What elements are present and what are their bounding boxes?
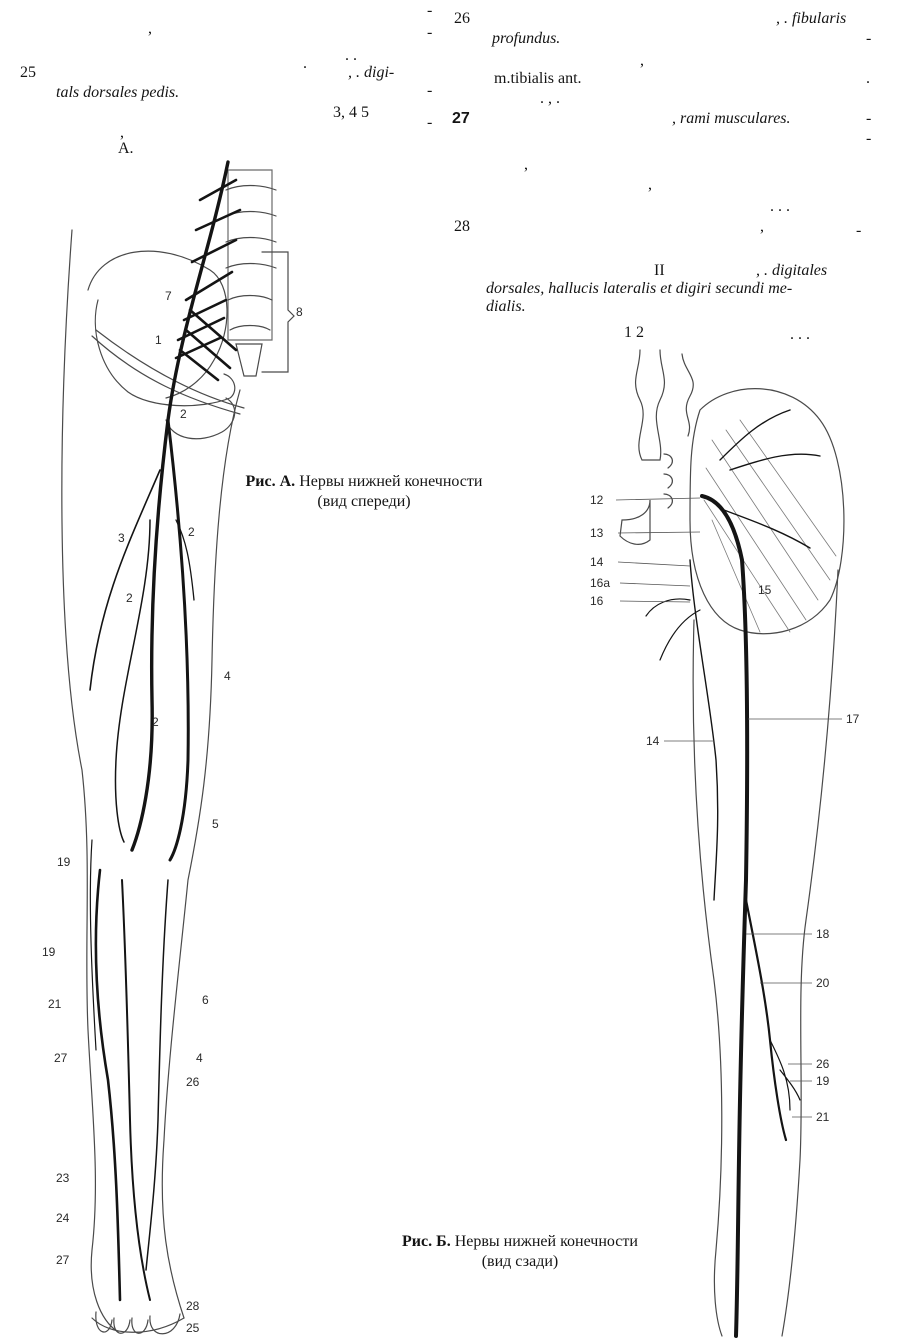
figure-b-label: 19 <box>816 1075 829 1087</box>
figure-b-label: 17 <box>846 713 859 725</box>
figure-b-caption-view: (вид сзади) <box>482 1253 559 1270</box>
figure-b-label: 15 <box>758 584 771 596</box>
figure-b-label: 12 <box>590 494 603 506</box>
figure-b-label: 13 <box>590 527 603 539</box>
figure-b-label: 20 <box>816 977 829 989</box>
figure-b-label: 18 <box>816 928 829 940</box>
figure-b-caption-number: Рис. Б. <box>402 1233 451 1250</box>
figure-b-label: 14 <box>590 556 603 568</box>
figure-b-label: 14 <box>646 735 659 747</box>
figure-b-label: 16 <box>590 595 603 607</box>
figure-b-label: 16a <box>590 577 610 589</box>
figure-b-caption: Рис. Б. Нервы нижней конечности (вид сза… <box>380 1232 660 1272</box>
figure-b-label: 21 <box>816 1111 829 1123</box>
figure-b-label: 26 <box>816 1058 829 1070</box>
figure-b-caption-title: Нервы нижней конечности <box>451 1233 638 1250</box>
